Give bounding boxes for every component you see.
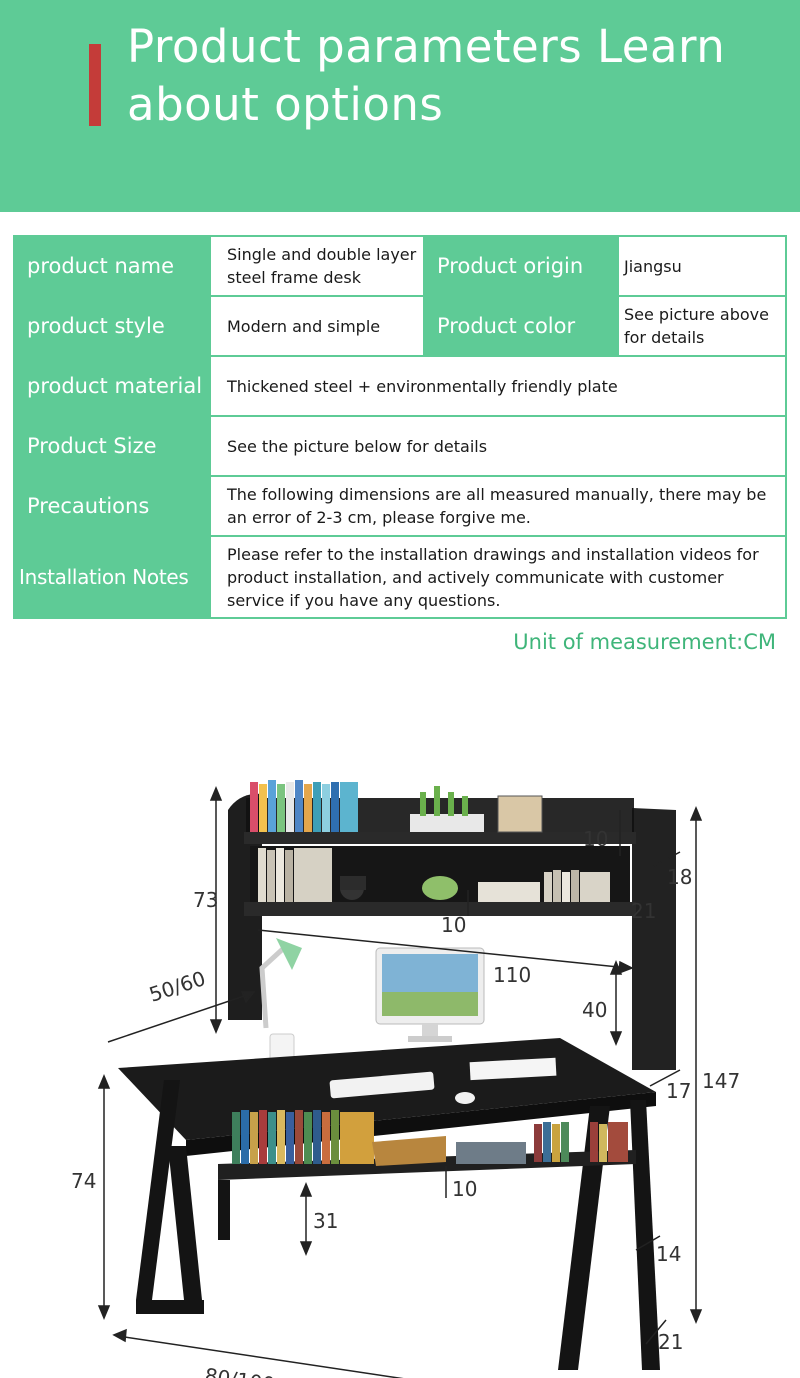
label-product-material: product material <box>13 355 211 417</box>
dim-mid-shelf-gap: 10 <box>441 913 466 937</box>
dim-inner-width: 110 <box>493 963 531 987</box>
mouse <box>455 1092 475 1104</box>
label-product-origin: Product origin <box>423 235 619 297</box>
table-row: Precautions The following dimensions are… <box>13 475 787 537</box>
dim-side-top: 18 <box>667 865 692 889</box>
table-row: product name Single and double layer ste… <box>13 235 787 297</box>
dim-under-shelf: 40 <box>582 998 607 1022</box>
books-middle <box>258 848 610 902</box>
books-top <box>250 780 543 833</box>
label-product-style: product style <box>13 295 211 357</box>
dimension-lines <box>97 786 703 1378</box>
value-product-material: Thickened steel + environmentally friend… <box>209 355 787 417</box>
desk-dimension-figure: 73 50/60 10 10 110 18 21 40 17 147 74 10… <box>0 770 800 1378</box>
dim-side-desk: 17 <box>666 1079 691 1103</box>
desk-legs <box>136 1080 660 1370</box>
dim-depth: 50/60 <box>146 966 208 1007</box>
value-product-origin: Jiangsu <box>617 235 787 297</box>
value-product-name: Single and double layer steel frame desk <box>209 235 425 297</box>
desk-illustration: 73 50/60 10 10 110 18 21 40 17 147 74 10… <box>71 780 740 1378</box>
label-precautions: Precautions <box>13 475 211 537</box>
unit-of-measurement: Unit of measurement:CM <box>513 630 776 654</box>
top-shelf <box>244 832 636 844</box>
table-row: product style Modern and simple Product … <box>13 295 787 357</box>
desk-lamp <box>259 938 302 1063</box>
table-row: Installation Notes Please refer to the i… <box>13 535 787 619</box>
page-title: Product parameters Learn about options <box>127 20 726 131</box>
dim-foot: 21 <box>658 1330 683 1354</box>
parameters-table: product name Single and double layer ste… <box>13 235 787 619</box>
label-product-name: product name <box>13 235 211 297</box>
books-lower <box>232 1110 628 1166</box>
header-banner: Product parameters Learn about options <box>0 0 800 212</box>
dim-lower-shelf: 31 <box>313 1209 338 1233</box>
middle-shelf <box>244 902 636 916</box>
value-installation-notes: Please refer to the installation drawing… <box>209 535 787 619</box>
label-product-size: Product Size <box>13 415 211 477</box>
dim-side-low: 14 <box>656 1242 681 1266</box>
value-precautions: The following dimensions are all measure… <box>209 475 787 537</box>
value-product-color: See picture above for details <box>617 295 787 357</box>
value-product-style: Modern and simple <box>209 295 425 357</box>
table-row: Product Size See the picture below for d… <box>13 415 787 477</box>
dim-side-mid: 21 <box>631 899 656 923</box>
dim-total-width: 80/100 <box>203 1363 276 1378</box>
dim-bottom-gap: 10 <box>452 1177 477 1201</box>
dim-top-shelf-gap: 10 <box>583 827 608 851</box>
dim-hutch-height: 73 <box>193 888 218 912</box>
dim-desk-height: 74 <box>71 1169 96 1193</box>
bottom-shelf <box>218 1150 636 1180</box>
monitor <box>375 947 485 1042</box>
header-accent-bar <box>89 44 101 126</box>
label-product-color: Product color <box>423 295 619 357</box>
table-row: product material Thickened steel + envir… <box>13 355 787 417</box>
value-product-size: See the picture below for details <box>209 415 787 477</box>
dim-total-height: 147 <box>702 1069 740 1093</box>
keyboard <box>329 1071 435 1099</box>
label-installation-notes: Installation Notes <box>13 535 211 619</box>
